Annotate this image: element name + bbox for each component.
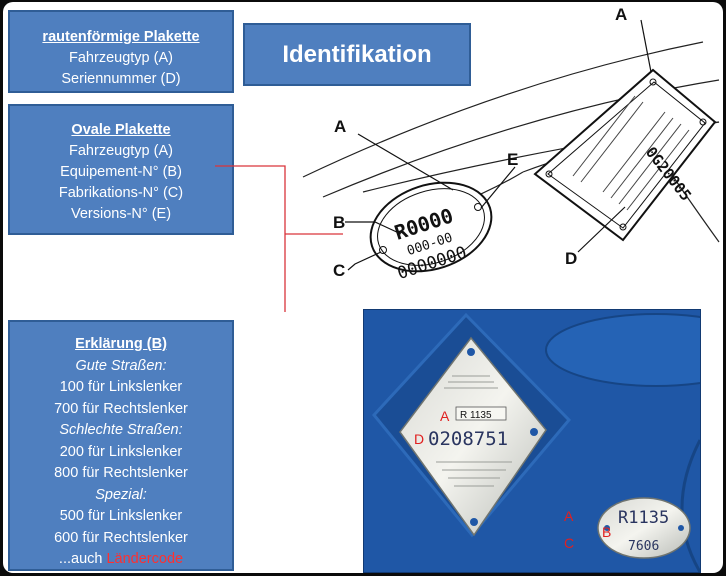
photo-diamond-code: R 1135 (460, 410, 492, 421)
technical-drawing: R0000 000-00 0000000 0G20005 (215, 5, 720, 312)
explanation-line: 800 für Rechtslenker (54, 465, 188, 481)
drawing-label-b: B (333, 213, 345, 232)
oval-plate-line: Fabrikations-N° (C) (58, 185, 184, 201)
oval-plate-heading: Ovale Plakette (71, 122, 171, 138)
country-prefix: ...auch (58, 551, 103, 567)
diamond-plate-line: Seriennummer (D) (61, 71, 181, 87)
photo-label-a: A (440, 408, 450, 424)
explanation-line: 100 für Linkslenker (59, 379, 183, 395)
plates-photo: R 1135 0208751 A D R1135 7606 A B C (363, 309, 701, 573)
page-title: Identifikation (243, 23, 471, 86)
slide: rautenförmige Plakette Fahrzeugtyp (A) S… (3, 2, 723, 573)
connector-line (215, 165, 286, 312)
photo-label-c: C (564, 535, 574, 551)
leader-lines (345, 19, 652, 271)
explanation-box: Erklärung (B) Gute Straßen: 100 für Link… (8, 320, 234, 571)
drawing-label-d: D (565, 249, 577, 268)
photo-label-d: D (414, 431, 424, 447)
explanation-heading: Erklärung (B) (75, 336, 167, 352)
diamond-plate-drawing: 0G20005 (533, 68, 717, 242)
explanation-subheading: Spezial: (95, 486, 147, 503)
photo-diamond-serial: 0208751 (428, 428, 508, 450)
drawing-label-a-top: A (615, 5, 627, 24)
photo-label-a2: A (564, 508, 574, 524)
oval-plate-box: Ovale Plakette Fahrzeugtyp (A) Equipemen… (8, 104, 234, 235)
drawing-label-a-left: A (334, 117, 346, 136)
explanation-subheading: Gute Straßen: (75, 357, 167, 374)
diamond-plate-line: Fahrzeugtyp (A) (69, 50, 173, 66)
explanation-line: 200 für Linkslenker (59, 443, 183, 460)
drawing-label-c: C (333, 261, 345, 280)
oval-plate-line: Equipement-N° (B) (60, 164, 182, 180)
oval-plate-drawing: R0000 000-00 0000000 (369, 181, 493, 284)
diamond-plate-box: rautenförmige Plakette Fahrzeugtyp (A) S… (8, 10, 234, 93)
country-code-highlight: Ländercode (106, 551, 184, 567)
diamond-plate-heading: rautenförmige Plakette (42, 29, 200, 45)
drawing-label-e: E (507, 150, 518, 169)
oval-plate-line: Fahrzeugtyp (A) (69, 143, 173, 159)
explanation-line-country: ...auch Ländercode (10, 549, 232, 571)
photo-oval-bottom: 7606 (628, 539, 659, 554)
explanation-line: 600 für Rechtslenker (54, 529, 188, 546)
explanation-line: 500 für Linkslenker (59, 508, 183, 524)
explanation-subheading: Schlechte Straßen: (59, 422, 183, 438)
photo-oval-top: R1135 (618, 508, 669, 528)
explanation-line: 700 für Rechtslenker (54, 400, 188, 417)
oval-plate-line: Versions-N° (E) (70, 206, 172, 222)
photo-label-b: B (602, 524, 611, 540)
plates-photo-graphic: R 1135 0208751 A D R1135 7606 A B C (364, 310, 700, 572)
